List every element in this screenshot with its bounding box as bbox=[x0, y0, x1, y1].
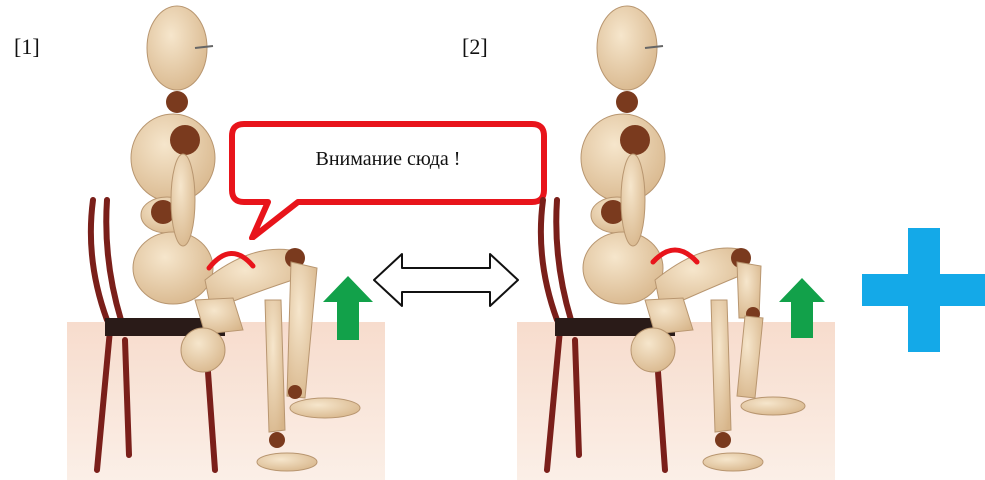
double-headed-arrow-icon bbox=[372, 250, 520, 310]
label-first: [1] bbox=[14, 34, 40, 60]
seated-figure-scene-1 bbox=[55, 0, 475, 480]
blue-plus-icon bbox=[862, 228, 985, 352]
callout-bubble: Внимание сюда ! bbox=[228, 120, 548, 210]
callout-text: Внимание сюда ! bbox=[228, 148, 548, 171]
